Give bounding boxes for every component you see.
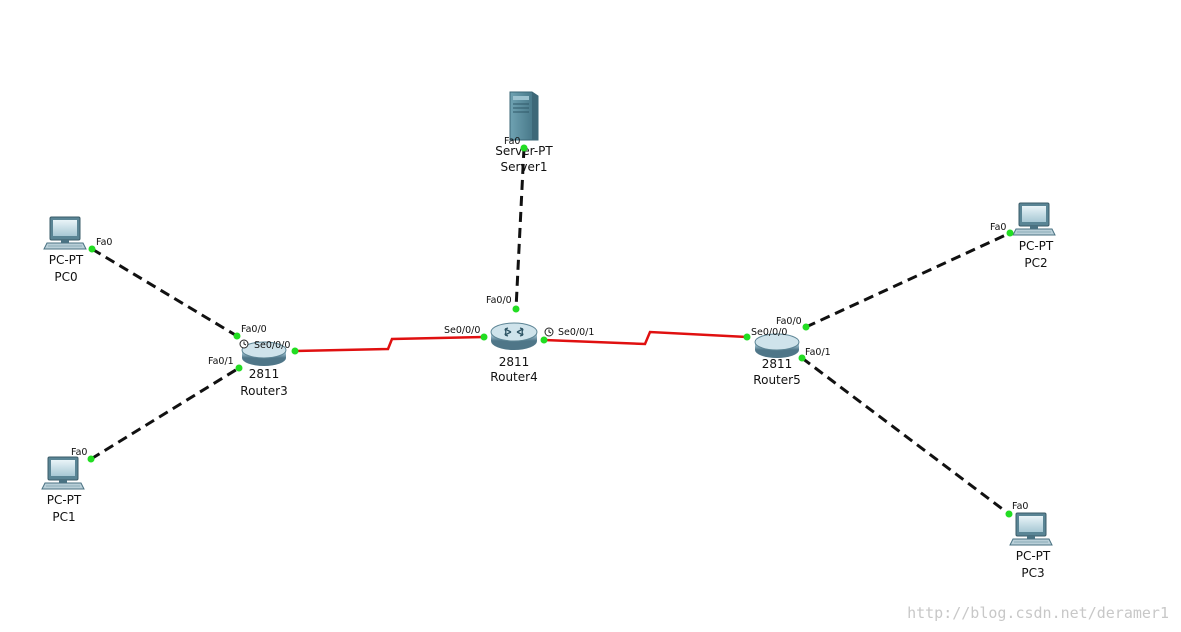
router3-model-label: 2811 <box>249 367 280 381</box>
link-up-dot <box>798 354 806 362</box>
router4-model-label: 2811 <box>499 355 530 369</box>
clock-icon <box>239 339 249 349</box>
pc1-device[interactable]: PC-PT PC1 <box>41 456 85 524</box>
pc-icon <box>1012 202 1056 236</box>
server1-device[interactable]: Server-PT Server1 <box>495 91 553 174</box>
pc3-model-label: PC-PT <box>1016 549 1051 563</box>
link-router4-router5-serial[interactable] <box>543 330 748 346</box>
link-up-dot <box>235 364 243 372</box>
port-label: Se0/0/0 <box>444 325 480 336</box>
port-label: Fa0 <box>71 447 87 458</box>
router3-name-label: Router3 <box>240 384 287 398</box>
router-icon <box>490 322 538 350</box>
pc1-name-label: PC1 <box>52 510 75 524</box>
pc0-device[interactable]: PC-PT PC0 <box>43 216 87 284</box>
port-label: Fa0/0 <box>241 324 267 335</box>
link-router5-pc2[interactable] <box>805 231 1011 329</box>
link-up-dot <box>540 336 548 344</box>
pc0-name-label: PC0 <box>54 270 77 284</box>
links-layer <box>90 147 1011 516</box>
pc-icon <box>43 216 87 250</box>
port-label: Fa0 <box>1012 501 1028 512</box>
port-label: Fa0/0 <box>486 295 512 306</box>
port-labels: Fa0 Fa0 Fa0 Fa0 Fa0 Fa0/0 Fa0/1 Se0/0/0 … <box>71 136 1028 512</box>
watermark-text: http://blog.csdn.net/deramer1 <box>907 604 1169 622</box>
router5-name-label: Router5 <box>753 373 800 387</box>
link-up-dot <box>87 455 95 463</box>
pc3-name-label: PC3 <box>1021 566 1044 580</box>
pc0-model-label: PC-PT <box>49 253 84 267</box>
port-label: Fa0/0 <box>776 316 802 327</box>
port-label: Se0/0/0 <box>254 340 290 351</box>
clock-icon <box>544 327 554 337</box>
link-up-dot <box>291 347 299 355</box>
link-status-dots <box>87 144 1014 518</box>
link-up-dot <box>233 332 241 340</box>
link-server1-router4[interactable] <box>514 147 526 310</box>
link-up-dot <box>802 323 810 331</box>
server1-name-label: Server1 <box>501 160 548 174</box>
pc2-device[interactable]: PC-PT PC2 <box>1012 202 1056 270</box>
server-icon <box>509 91 539 141</box>
router4-name-label: Router4 <box>490 370 537 384</box>
link-up-dot <box>512 305 520 313</box>
port-label: Se0/0/0 <box>751 327 787 338</box>
link-up-dot <box>480 333 488 341</box>
pc3-device[interactable]: PC-PT PC3 <box>1009 512 1053 580</box>
pc2-name-label: PC2 <box>1024 256 1047 270</box>
pc2-model-label: PC-PT <box>1019 239 1054 253</box>
pc-icon <box>1009 512 1053 546</box>
link-up-dot <box>520 144 528 152</box>
pc-icon <box>41 456 85 490</box>
router5-device[interactable]: 2811 Router5 <box>753 333 801 387</box>
router4-device[interactable]: 2811 Router4 <box>490 322 538 384</box>
port-label: Fa0/1 <box>208 356 234 367</box>
link-pc1-router3[interactable] <box>90 366 240 461</box>
port-label: Fa0 <box>990 222 1006 233</box>
link-router3-router4-serial[interactable] <box>294 335 485 353</box>
link-up-dot <box>88 245 96 253</box>
pc1-model-label: PC-PT <box>47 493 82 507</box>
link-router5-pc3[interactable] <box>801 356 1010 516</box>
port-label: Fa0/1 <box>805 347 831 358</box>
router3-device[interactable]: 2811 Router3 <box>240 341 288 398</box>
link-up-dot <box>1005 510 1013 518</box>
link-up-dot <box>1006 229 1014 237</box>
router5-model-label: 2811 <box>762 357 793 371</box>
port-label: Fa0 <box>504 136 520 147</box>
port-label: Se0/0/1 <box>558 327 594 338</box>
port-label: Fa0 <box>96 237 112 248</box>
link-pc0-router3[interactable] <box>91 247 238 338</box>
link-up-dot <box>743 333 751 341</box>
